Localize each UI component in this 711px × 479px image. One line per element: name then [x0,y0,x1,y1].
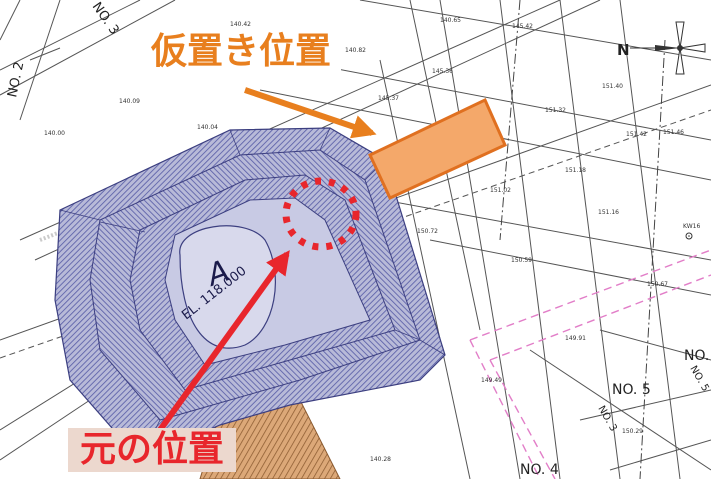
svg-text:140.28: 140.28 [370,456,391,463]
svg-text:140.42: 140.42 [230,21,251,28]
svg-text:151.16: 151.16 [598,209,619,216]
svg-text:151.46: 151.46 [663,129,684,136]
svg-text:140.04: 140.04 [197,124,218,131]
svg-text:KW16: KW16 [683,223,700,230]
station-no-5-rot: NO. 5 [687,364,710,393]
svg-text:140.09: 140.09 [119,98,140,105]
svg-text:140.65: 140.65 [440,17,461,24]
dashed-boundary [469,249,711,479]
svg-text:145.36: 145.36 [432,68,453,75]
original-position-callout: 元の位置 [68,428,237,472]
svg-text:140.82: 140.82 [345,47,366,54]
station-no-2: NO. 2 [5,61,27,99]
svg-text:151.32: 151.32 [545,107,566,114]
spot-elevations: 140.42 140.65 145.42 140.82 145.36 145.3… [44,17,684,463]
station-no-5: NO. 5 [612,382,651,398]
svg-text:149.49: 149.49 [481,377,502,384]
svg-text:145.37: 145.37 [378,95,399,102]
svg-text:150.29: 150.29 [622,428,643,435]
svg-text:150.67: 150.67 [647,281,668,288]
temporary-position-callout: 仮置き位置 [141,30,342,74]
boundary-line [499,0,666,479]
benchmark-marker: KW16 [683,223,700,240]
station-no-6: NO. 6 [684,348,711,364]
arrow-from-original [157,250,290,432]
svg-text:151.42: 151.42 [626,131,647,138]
station-no-4: NO. 4 [520,462,559,478]
compass-north-label: N [617,41,630,59]
svg-text:149.91: 149.91 [565,335,586,342]
svg-text:150.59: 150.59 [511,257,532,264]
structure-a [54,127,446,461]
svg-text:145.42: 145.42 [512,23,533,30]
station-no-3: NO. 3 [89,0,122,38]
svg-text:140.00: 140.00 [44,130,65,137]
svg-text:151.40: 151.40 [602,83,623,90]
temporary-position-box [368,97,507,200]
svg-text:150.72: 150.72 [417,228,438,235]
north-arrow-icon: N [617,21,706,75]
station-no-3-rot: NO. 3 [595,404,618,433]
arrow-to-temporary [244,87,377,139]
svg-text:151.18: 151.18 [565,167,586,174]
svg-text:151.02: 151.02 [490,187,511,194]
original-position-marker [282,177,360,251]
